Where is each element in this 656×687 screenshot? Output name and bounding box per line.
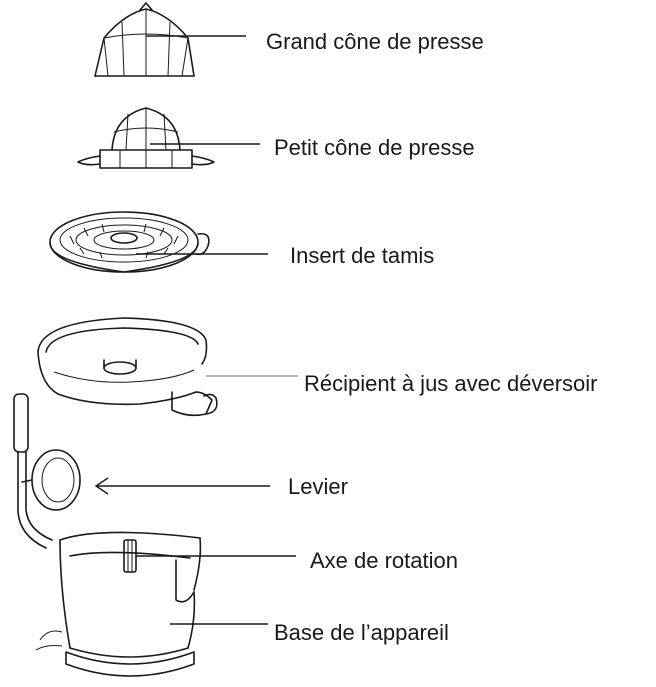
label-rotation-axis: Axe de rotation xyxy=(310,548,458,573)
label-appliance-base: Base de l’appareil xyxy=(274,620,449,645)
label-sieve-insert: Insert de tamis xyxy=(290,243,435,268)
appliance-base xyxy=(35,531,202,677)
label-small-press-cone: Petit cône de presse xyxy=(274,135,475,160)
sieve-insert xyxy=(49,211,210,273)
juice-container xyxy=(37,317,218,417)
label-large-press-cone: Grand cône de presse xyxy=(266,29,484,54)
label-lever: Levier xyxy=(288,474,348,499)
lever xyxy=(13,393,81,549)
small-press-cone xyxy=(77,107,215,169)
lever-arrow xyxy=(94,477,270,495)
large-press-cone xyxy=(94,2,195,77)
label-juice-container: Récipient à jus avec déversoir xyxy=(304,371,598,396)
